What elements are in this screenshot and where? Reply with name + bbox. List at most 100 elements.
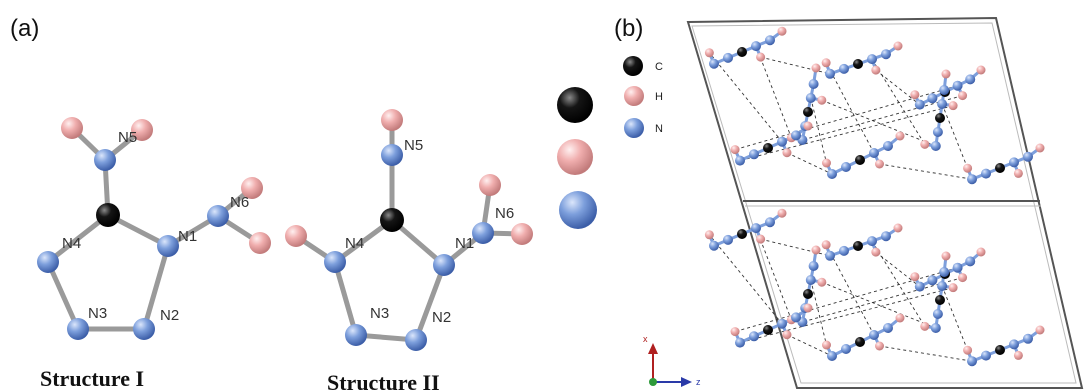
nitrogen-atom	[937, 281, 948, 291]
hydrogen-bond	[709, 234, 783, 324]
nitrogen-atom	[939, 85, 950, 95]
nitrogen-atom-n6	[472, 222, 494, 244]
hydrogen-bond	[879, 163, 973, 180]
nitrogen-atom	[881, 49, 891, 60]
atom-label-n3: N3	[88, 305, 107, 322]
hydrogen-atom	[976, 247, 986, 257]
carbon-atom	[855, 155, 865, 165]
nitrogen-atom	[749, 331, 759, 342]
hydrogen-atom	[777, 208, 787, 218]
structure-1-title: Structure I	[40, 366, 144, 391]
hydrogen-bond	[786, 152, 833, 175]
hydrogen-atom	[948, 283, 958, 293]
nitrogen-atom-n4	[324, 251, 346, 273]
hydrogen-atom	[895, 131, 905, 141]
nitrogen-atom	[839, 63, 849, 74]
hydrogen-atom	[811, 245, 821, 255]
hydrogen-bond	[755, 227, 792, 320]
legend-hydrogen-icon	[624, 86, 644, 106]
nitrogen-atom	[841, 344, 851, 354]
hydrogen-atom	[811, 63, 821, 73]
hydrogen-atom	[910, 90, 920, 100]
hydrogen-bond-network	[709, 45, 973, 362]
hydrogen-atom	[910, 272, 920, 282]
covalent-bond-network	[707, 29, 1042, 363]
carbon-atom	[803, 289, 813, 299]
hydrogen-atom	[976, 65, 986, 75]
nitrogen-atom	[709, 240, 719, 251]
hydrogen-bond	[825, 244, 875, 336]
atom-label-n5: N5	[118, 129, 137, 146]
carbon-atom	[803, 107, 813, 117]
carbon-atom	[763, 325, 773, 335]
atom-label-n2: N2	[160, 307, 179, 324]
nitrogen-atom	[735, 337, 745, 348]
hydrogen-atom	[1013, 350, 1023, 360]
nitrogen-atom	[735, 155, 745, 166]
hydrogen-atom	[1035, 325, 1045, 335]
hydrogen-atom	[875, 341, 884, 351]
nitrogen-atom	[932, 127, 943, 137]
nitrogen-atom	[930, 141, 941, 151]
nitrogen-atom	[932, 309, 943, 319]
carbon-atom	[763, 143, 773, 153]
carbon-sphere	[557, 87, 593, 123]
hydrogen-bond	[810, 279, 827, 346]
hydrogen-atom	[61, 117, 83, 139]
nitrogen-atom	[937, 99, 948, 109]
structure-1: N1 N2 N3 N4 N5 N6 Structure I	[37, 117, 271, 391]
nitrogen-atom	[965, 256, 976, 267]
hydrogen-atom	[777, 26, 787, 36]
nitrogen-atom	[791, 130, 801, 141]
hydrogen-atom	[704, 230, 714, 240]
atom-label-n6: N6	[230, 194, 249, 211]
atom-label-n2: N2	[432, 309, 451, 326]
z-axis-label: z	[696, 377, 701, 387]
hydrogen-atom	[704, 48, 714, 58]
nitrogen-atom	[981, 350, 991, 361]
hydrogen-atom	[817, 277, 827, 287]
hydrogen-atom	[782, 330, 792, 340]
hydrogen-atom	[920, 139, 930, 149]
legend-hydrogen-label: H	[655, 91, 663, 103]
nitrogen-atom-n2	[405, 329, 427, 351]
unit-cell-outline-inner	[691, 22, 1077, 384]
nitrogen-atom-n1	[433, 254, 455, 276]
legend-nitrogen-label: N	[655, 123, 663, 135]
atom-label-n1: N1	[178, 228, 197, 245]
unit-cell	[686, 16, 1084, 389]
structure-1-double-bonds	[49, 211, 140, 323]
nitrogen-atom-n3	[345, 324, 367, 346]
nitrogen-sphere	[559, 191, 597, 229]
hydrogen-bond	[739, 105, 954, 162]
atom-label-n4: N4	[62, 235, 81, 252]
nitrogen-atom	[839, 245, 849, 256]
hydrogen-bond	[810, 97, 827, 164]
panel-a-label: (a)	[10, 15, 39, 42]
structure-2-atoms	[285, 109, 533, 351]
nitrogen-atom	[914, 281, 925, 292]
hydrogen-atom	[249, 232, 271, 254]
x-axis-arrowhead	[648, 343, 658, 354]
carbon-atom	[853, 241, 863, 251]
carbon-atom	[737, 47, 747, 57]
nitrogen-atom	[967, 356, 977, 367]
structure-2-title: Structure II	[327, 370, 440, 392]
nitrogen-atom	[723, 234, 733, 245]
hydrogen-bond	[802, 277, 963, 323]
legend-carbon-label: C	[655, 61, 663, 73]
x-axis-label: x	[643, 334, 648, 344]
hydrogen-atom	[1035, 143, 1045, 153]
carbon-atom	[935, 113, 945, 123]
carbon-atom	[853, 59, 863, 69]
nitrogen-atom	[952, 80, 963, 91]
carbon-atom	[855, 337, 865, 347]
nitrogen-atom	[791, 312, 801, 323]
hydrogen-bond	[871, 58, 926, 145]
hydrogen-atom	[871, 247, 881, 257]
structure-2-atom-labels: N1 N2 N3 N4 N5 N6	[345, 137, 514, 326]
nitrogen-atom	[777, 318, 787, 329]
hydrogen-atom	[803, 303, 813, 313]
hydrogen-atom	[817, 95, 827, 105]
nitrogen-atom-n5	[94, 149, 116, 171]
